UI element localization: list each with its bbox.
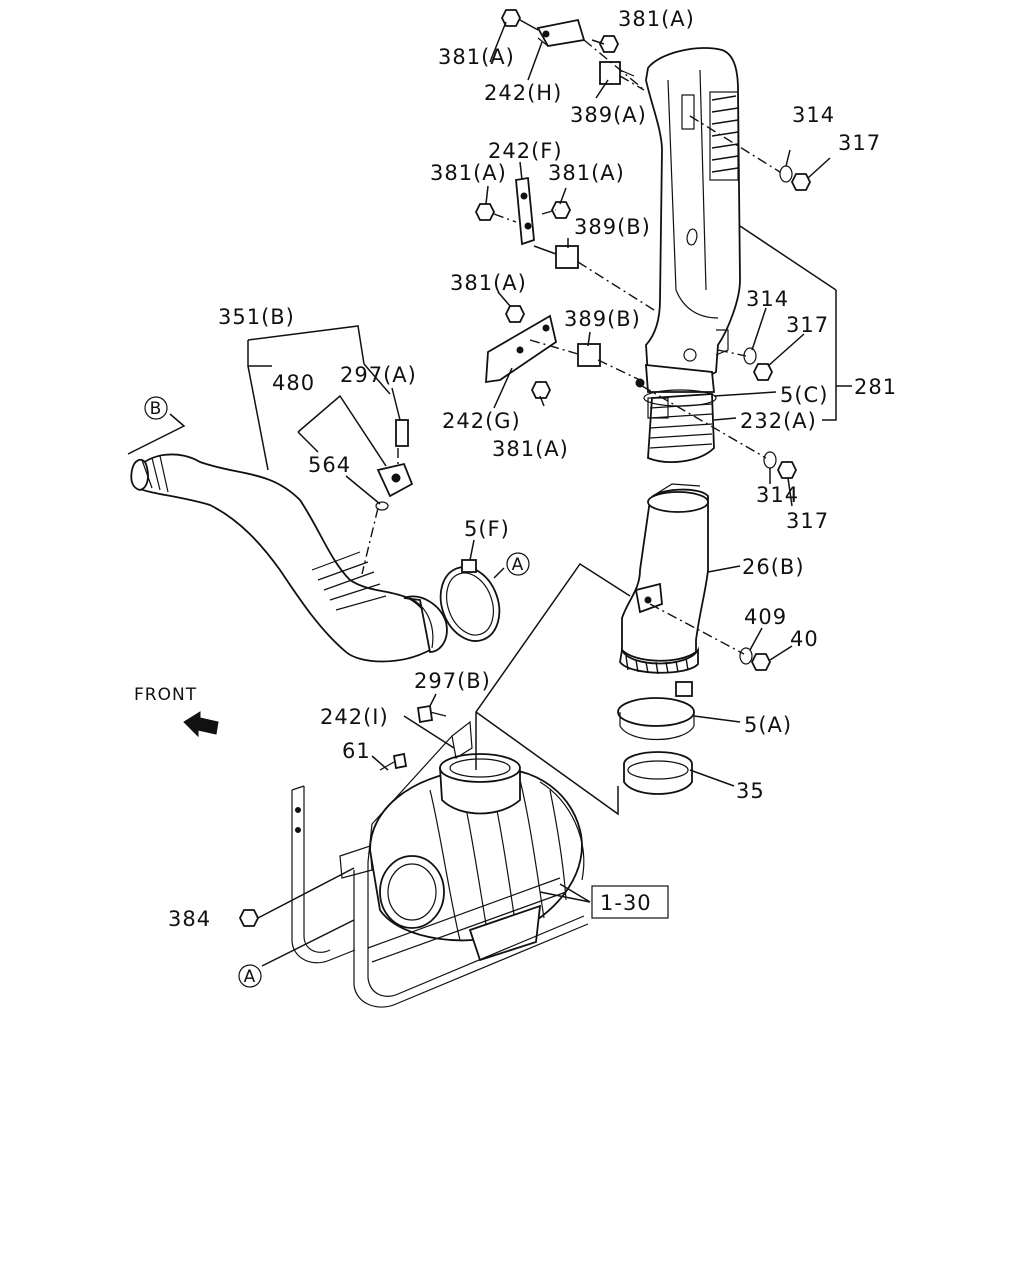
nut-381a-lower-top (504, 305, 526, 323)
mount-389b-lower (577, 343, 601, 367)
label-314-1: 314 (792, 103, 835, 127)
air-cleaner-1-30 (369, 753, 585, 962)
part-labels: 381(A) 381(A) 242(H) 389(A) 314 317 242(… (134, 7, 897, 931)
front-arrow-icon (183, 711, 219, 738)
label-314-3: 314 (756, 483, 799, 507)
washer-nut-409-40 (739, 647, 772, 671)
label-381a-6: 381(A) (492, 437, 569, 461)
leader-lines (127, 19, 852, 967)
label-409: 409 (744, 605, 787, 629)
label-317-2: 317 (786, 313, 829, 337)
ring-35 (623, 751, 693, 795)
label-242h: 242(H) (484, 81, 562, 105)
label-26b: 26(B) (742, 555, 805, 579)
bracket-242f (515, 176, 535, 246)
bolt-297b (416, 704, 447, 724)
part-box-1-30 (591, 885, 669, 919)
label-242f: 242(F) (488, 139, 563, 163)
label-5c: 5(C) (780, 383, 828, 407)
nut-384 (238, 909, 260, 927)
label-381a-1: 381(A) (438, 45, 515, 69)
snorkel-duct-281 (635, 47, 741, 393)
label-389b-2: 389(B) (564, 307, 641, 331)
label-35: 35 (736, 779, 765, 803)
nut-381a-mid-right (550, 201, 572, 219)
callout-a-bottom-text: A (244, 967, 257, 987)
label-297b: 297(B) (414, 669, 491, 693)
label-297a: 297(A) (340, 363, 417, 387)
washer-nut-314-317-top (779, 165, 812, 191)
bracket-242h (536, 18, 586, 47)
label-1-30: 1-30 (600, 891, 652, 915)
callout-a-top: A (506, 552, 530, 576)
label-314-2: 314 (746, 287, 789, 311)
bolt-61 (379, 752, 408, 771)
bracket-242g (485, 314, 558, 384)
label-381a-4: 381(A) (548, 161, 625, 185)
clamp-5c (643, 389, 717, 407)
sensor-297a (375, 419, 414, 511)
label-381a-5: 381(A) (450, 271, 527, 295)
label-389b-1: 389(B) (574, 215, 651, 239)
washer-nut-314-317-mid (743, 347, 774, 381)
label-61: 61 (342, 739, 371, 763)
nut-381a-mid-left (474, 203, 496, 221)
mount-389b-upper (555, 245, 579, 269)
label-281: 281 (854, 375, 897, 399)
label-5a: 5(A) (744, 713, 792, 737)
intake-hose-351b (130, 453, 448, 663)
callout-b: B (144, 396, 168, 420)
label-40: 40 (790, 627, 819, 651)
label-242i: 242(I) (320, 705, 389, 729)
label-384: 384 (168, 907, 211, 931)
label-front: FRONT (134, 685, 197, 705)
callout-b-text: B (150, 399, 163, 419)
label-317-1: 317 (838, 131, 881, 155)
label-381a-3: 381(A) (430, 161, 507, 185)
mount-389a (599, 61, 635, 85)
label-232a: 232(A) (740, 409, 817, 433)
label-564: 564 (308, 453, 351, 477)
callout-a-bottom: A (238, 964, 262, 988)
label-381a-2: 381(A) (618, 7, 695, 31)
label-242g: 242(G) (442, 409, 521, 433)
label-5f: 5(F) (464, 517, 510, 541)
label-389a: 389(A) (570, 103, 647, 127)
nut-381a-lower-bottom (530, 381, 552, 399)
duct-26b (619, 483, 709, 675)
label-351b: 351(B) (218, 305, 295, 329)
nut-381a-top-left (500, 9, 522, 27)
label-480: 480 (272, 371, 315, 395)
clamp-5a (617, 681, 695, 741)
clamp-5f (439, 559, 501, 642)
nut-381a-top-right (598, 35, 620, 53)
washer-nut-314-317-low (763, 451, 798, 479)
mounting-frame (291, 720, 589, 1008)
callout-a-top-text: A (512, 555, 525, 575)
label-317-3: 317 (786, 509, 829, 533)
